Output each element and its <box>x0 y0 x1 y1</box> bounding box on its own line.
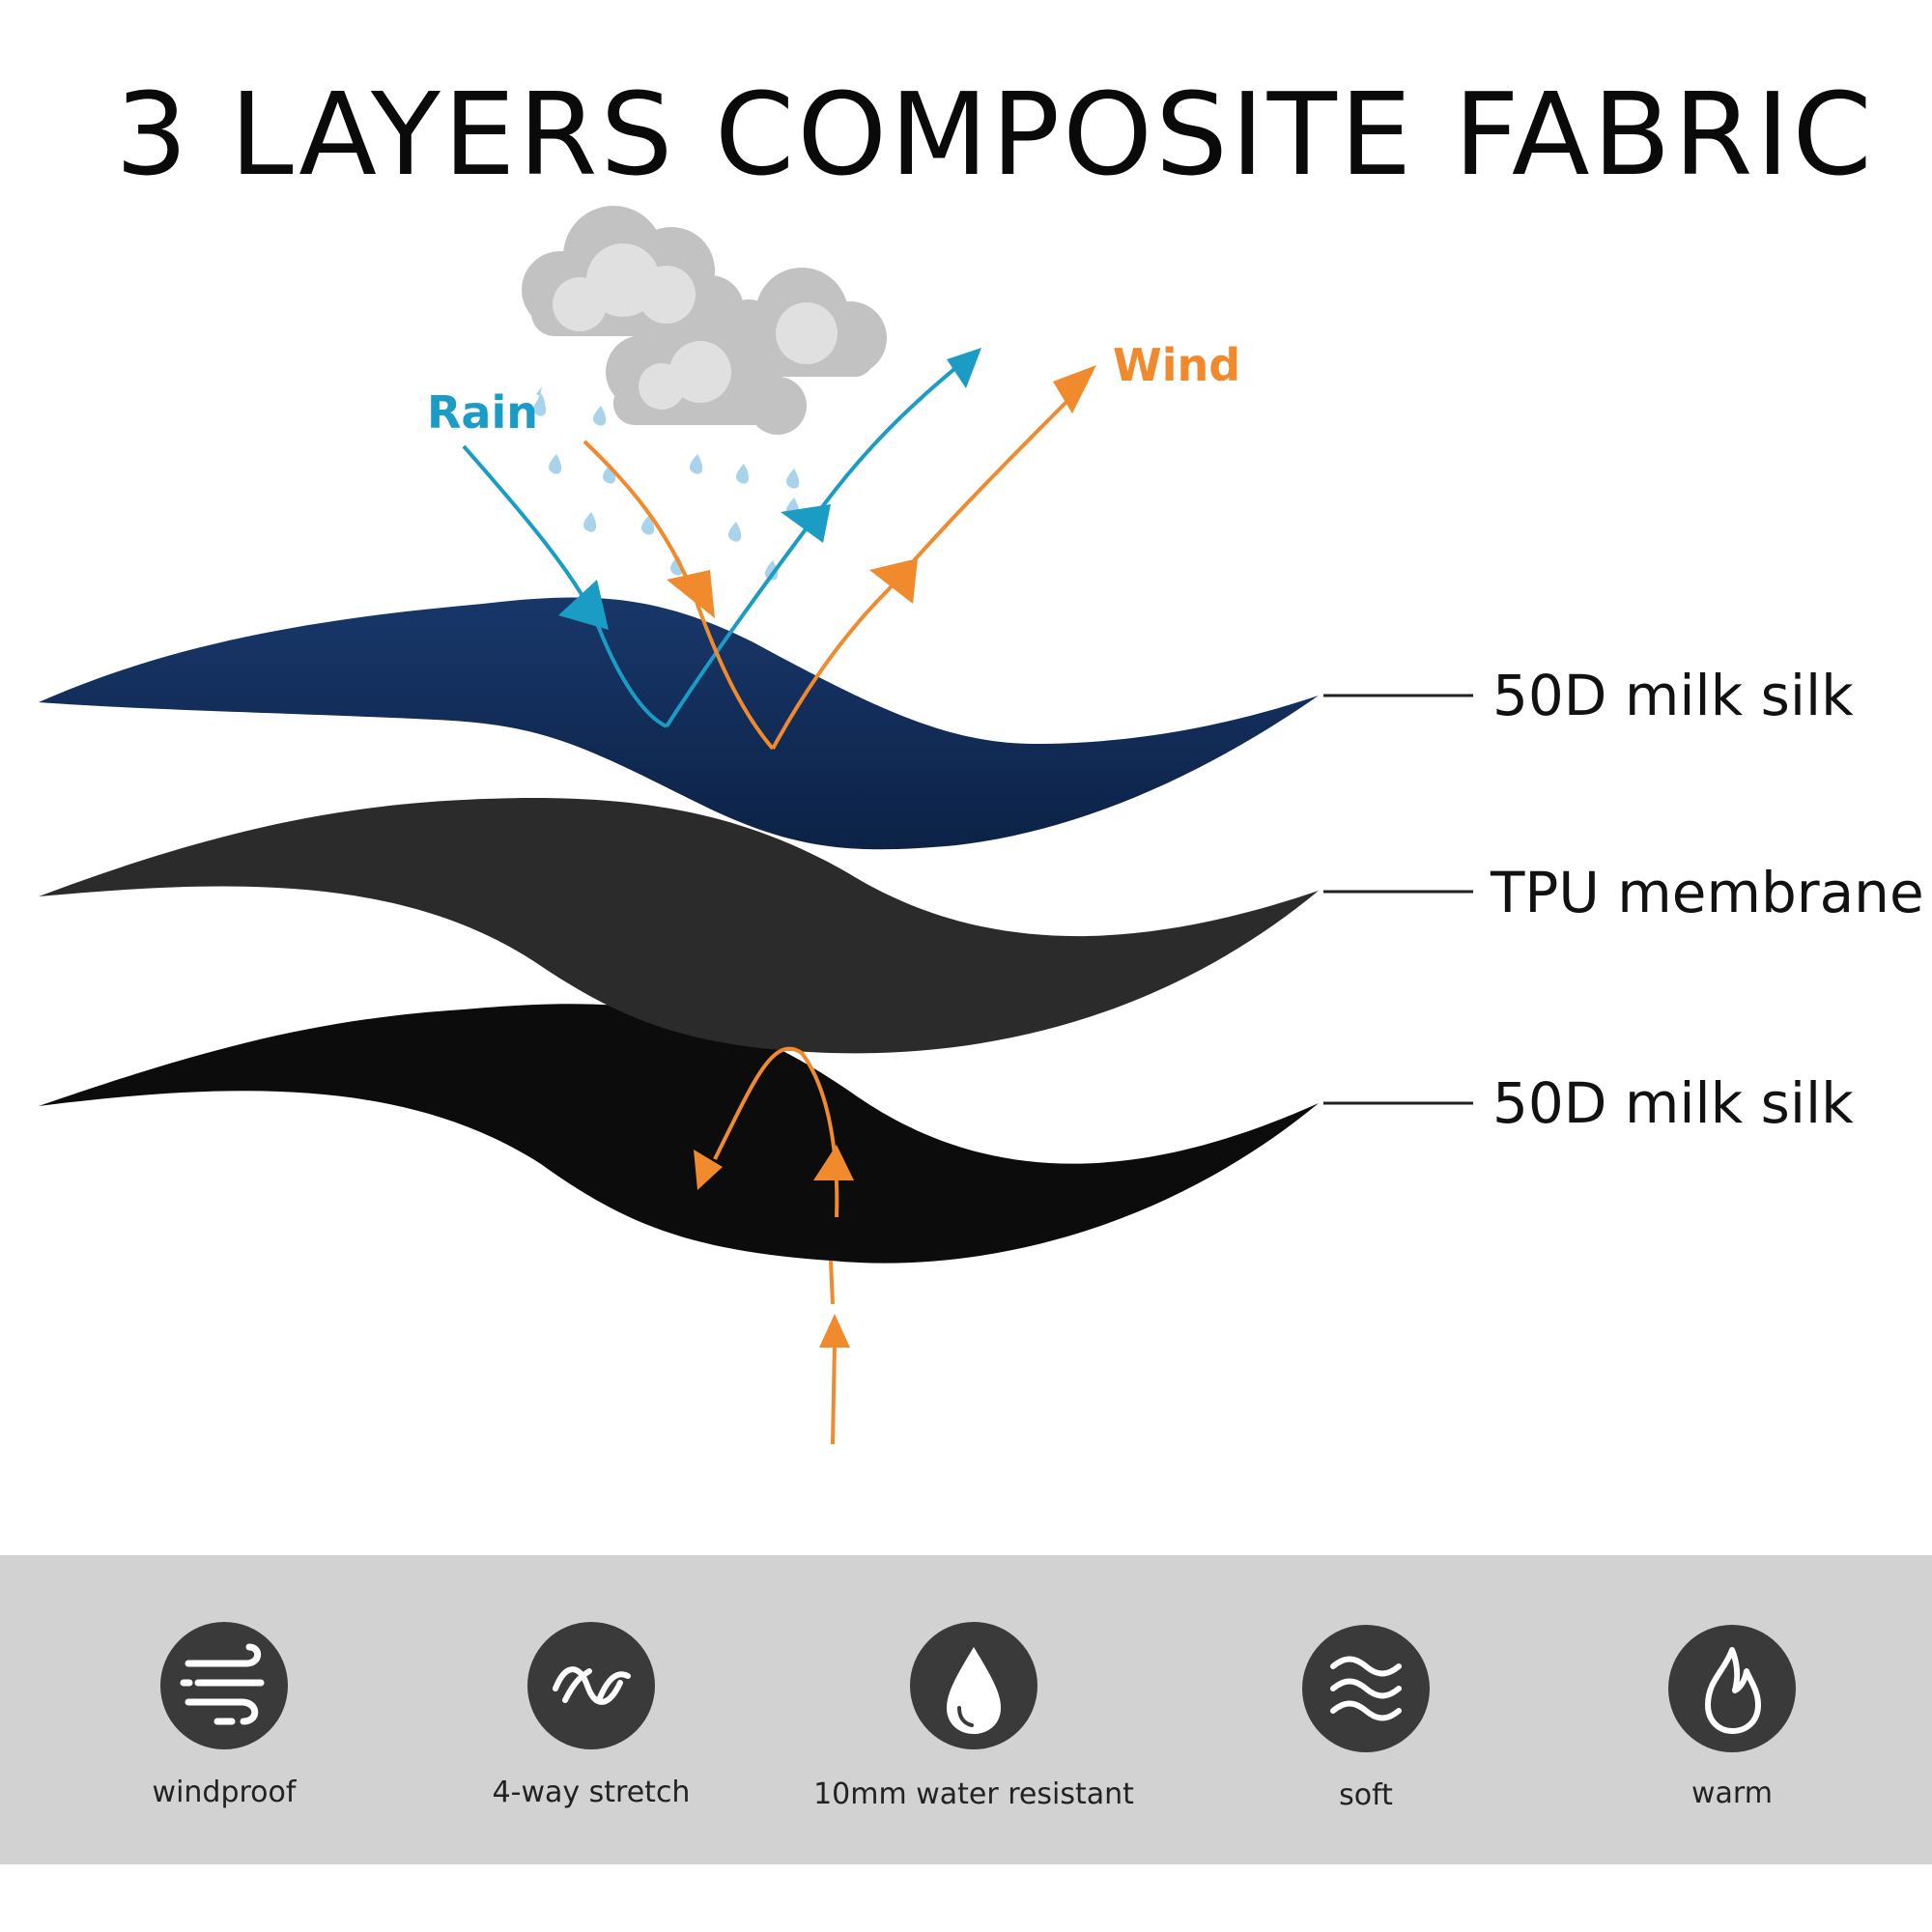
feature-label: warm <box>1691 1776 1773 1810</box>
wind-arrowheads <box>667 365 1096 618</box>
rain-arrowheads <box>558 348 981 630</box>
feature-label: windproof <box>153 1776 298 1809</box>
layer-label-bottom: 50D milk silk <box>1492 1070 1854 1136</box>
page-title: 3 LAYERS COMPOSITE FABRIC <box>115 68 1875 201</box>
feature-soft: soft <box>1302 1625 1430 1812</box>
feature-label: 10mm water resistant <box>813 1777 1134 1811</box>
feature-label: 4-way stretch <box>493 1776 691 1809</box>
cloud-icon <box>522 206 887 435</box>
moisture-arrowheads <box>694 1145 854 1348</box>
layer-middle-fabric <box>39 798 1319 1054</box>
layer-bottom-fabric <box>39 1004 1319 1264</box>
feature-4-way-stretch: 4-way stretch <box>493 1622 691 1809</box>
raindrops <box>532 386 800 581</box>
feature-warm: warm <box>1668 1625 1796 1810</box>
feature-windproof: windproof <box>153 1622 298 1809</box>
feature-water-resistant: 10mm water resistant <box>813 1622 1134 1811</box>
wind-label: Wind <box>1113 339 1240 391</box>
layer-label-middle: TPU membrane <box>1490 860 1924 925</box>
layer-leader-lines <box>1323 694 1473 1105</box>
stretch-icon <box>527 1622 655 1749</box>
flame-icon <box>1668 1625 1796 1752</box>
feature-label: soft <box>1339 1778 1393 1812</box>
layer-top-fabric <box>39 597 1319 850</box>
layer-label-top: 50D milk silk <box>1492 663 1854 728</box>
rain-label: Rain <box>427 386 538 439</box>
